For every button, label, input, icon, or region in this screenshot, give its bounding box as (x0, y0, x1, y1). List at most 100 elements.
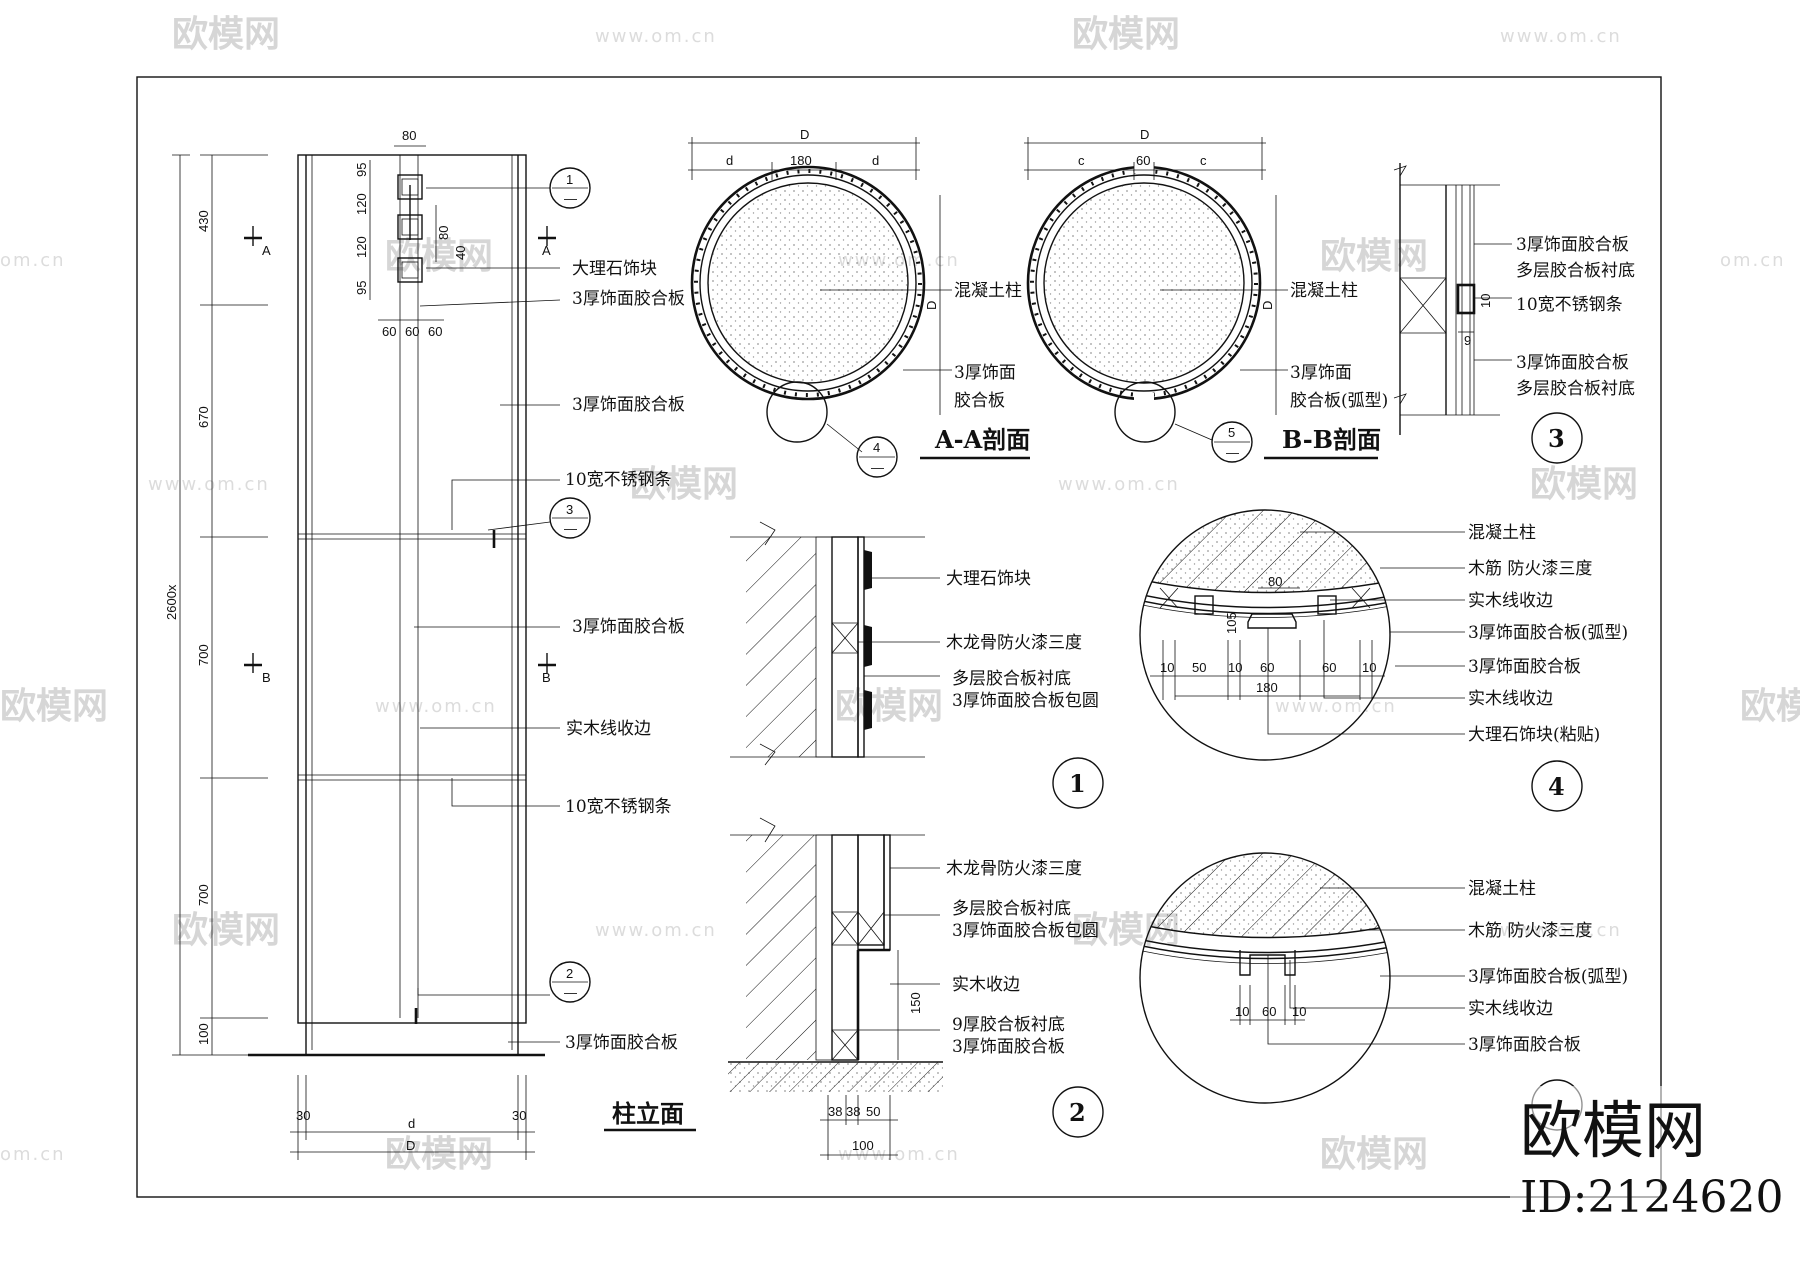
section-a-left: A (262, 243, 271, 258)
label-panel: 3厚饰面胶合板 (1468, 657, 1581, 677)
label-1b: 多层胶合板衬底 (1516, 261, 1635, 281)
dim-180: 180 (1256, 680, 1278, 695)
dim-side-D: D (924, 301, 939, 310)
dim-60: 60 (1322, 660, 1336, 675)
label-panel-l2: 胶合板(弧型) (1290, 391, 1388, 411)
label-2: 10宽不锈钢条 (1516, 295, 1623, 315)
watermark-brand: 欧模网 (1072, 14, 1180, 55)
dim-10: 10 (1235, 1004, 1249, 1019)
label-concrete: 混凝土柱 (1468, 523, 1536, 543)
label-4b: 3厚饰面胶合板 (952, 1037, 1065, 1057)
dim-105: 105 (1224, 612, 1239, 634)
callout-2[interactable]: 2 — (414, 961, 591, 1024)
label-concrete: 混凝土柱 (1468, 879, 1536, 899)
watermark-brand: 欧模网 (385, 1134, 493, 1175)
label-wood-strip: 木筋 防火漆三度 (1468, 921, 1592, 941)
section-b-right: B (542, 670, 551, 685)
section-aa-title: A-A剖面 (934, 425, 1030, 454)
callout-num: 4 (873, 440, 880, 455)
detail-4-number: 4 (1548, 772, 1565, 801)
callout-num: 1 (566, 172, 573, 187)
dim-670: 670 (196, 406, 211, 428)
dim-side-D: D (1260, 301, 1275, 310)
dim-60: 60 (382, 324, 396, 339)
label-panel-arc: 3厚饰面胶合板(弧型) (1468, 967, 1628, 987)
dim-50: 50 (866, 1104, 880, 1119)
callout-num: 2 (566, 966, 573, 981)
watermark-brand: 欧模网 (1320, 1134, 1428, 1175)
section-b-left: B (262, 670, 271, 685)
detail-1: 大理石饰块 木龙骨防火漆三度 多层胶合板衬底 3厚饰面胶合板包圆 1 (730, 521, 1104, 809)
dim-80: 80 (1268, 574, 1282, 589)
callout-sub: — (564, 521, 577, 536)
dim-10: 10 (1362, 660, 1376, 675)
dim-60: 60 (1136, 153, 1150, 168)
label-panel-1: 3厚饰面胶合板 (572, 289, 685, 309)
dim-10: 10 (1228, 660, 1242, 675)
detail-1-number: 1 (1069, 769, 1086, 798)
callout-3[interactable]: 3 — (487, 497, 591, 548)
label-marble-glued: 大理石饰块(粘贴) (1468, 725, 1600, 745)
dim-120: 120 (354, 193, 369, 215)
label-marble: 大理石饰块 (572, 259, 657, 279)
dim-bottom-D: D (406, 1138, 415, 1153)
watermark-brand: 欧模网 (172, 910, 280, 951)
dim-700: 700 (196, 884, 211, 906)
corner-brand: 欧模网 (1520, 1094, 1706, 1167)
watermark-url: www.om.cn (1058, 474, 1180, 495)
label-steel-2: 10宽不锈钢条 (565, 797, 672, 817)
watermark-brand: 欧模网 (1740, 686, 1800, 727)
label-wood-trim: 实木线收边 (1468, 591, 1553, 611)
dim-95: 95 (354, 163, 369, 177)
label-panel-arc: 3厚饰面胶合板(弧型) (1468, 623, 1628, 643)
label-panel-4: 3厚饰面胶合板 (565, 1033, 678, 1053)
detail-2: 150 木龙骨防火漆三度 多层胶合板衬底 3厚饰面胶合板包圆 实木收边 9厚胶合… (728, 817, 1104, 1160)
detail-3: 10 9 3厚饰面胶合板 多层胶合板衬底 10宽不锈钢条 3厚饰面胶合板 多层胶… (1393, 163, 1635, 464)
callout-sub: — (1226, 445, 1239, 460)
dim-c: c (1078, 153, 1085, 168)
dim-80: 80 (436, 226, 451, 240)
watermark-brand: 欧模网 (1320, 236, 1428, 277)
watermark-url: www.om.cn (1275, 696, 1397, 717)
corner-watermark: 欧模网 ID:2124620 (1510, 1086, 1800, 1272)
section-mark-b: B B (244, 653, 556, 685)
dim-60: 60 (428, 324, 442, 339)
label-panel-3: 3厚饰面胶合板 (572, 617, 685, 637)
dim-430: 430 (196, 210, 211, 232)
label-1a: 3厚饰面胶合板 (1516, 235, 1629, 255)
dim-10: 10 (1478, 294, 1493, 308)
label-3b: 多层胶合板衬底 (1516, 379, 1635, 399)
label-2b: 3厚饰面胶合板包圆 (952, 921, 1099, 941)
callout-num: 5 (1228, 425, 1235, 440)
dim-bottom-30: 30 (296, 1108, 310, 1123)
callout-5[interactable]: 5 — (1211, 421, 1253, 463)
watermark-url: www.om.cn (1500, 26, 1622, 47)
dim-100: 100 (852, 1138, 874, 1153)
watermark-layer: 欧模网 www.om.cn 欧模网 www.om.cn om.cn 欧模网 ww… (0, 14, 1800, 1175)
callout-sub: — (564, 985, 577, 1000)
dim-total: 2600x (164, 584, 179, 620)
section-a-right: A (542, 243, 551, 258)
dim-9: 9 (1464, 333, 1471, 348)
dim-40: 40 (453, 246, 468, 260)
watermark-url: www.om.cn (148, 474, 270, 495)
dim-700: 700 (196, 644, 211, 666)
detail-2-number: 2 (1069, 1098, 1086, 1127)
dim-100: 100 (196, 1023, 211, 1045)
label-panel-l1: 3厚饰面 (954, 363, 1016, 383)
label-panel-2: 3厚饰面胶合板 (572, 395, 685, 415)
callout-4[interactable]: 4 — (856, 436, 898, 478)
dim-D: D (800, 127, 809, 142)
section-aa: 4 — D d 180 d D 混凝土柱 3厚饰面 胶合板 A-A剖面 (688, 127, 1030, 478)
callout-1[interactable]: 1 — (426, 167, 591, 209)
dim-60: 60 (1260, 660, 1274, 675)
dim-top-80: 80 (402, 128, 416, 143)
drawing-border (136, 76, 1662, 1198)
dim-120: 120 (354, 236, 369, 258)
label-wood-trim: 实木线收边 (1468, 999, 1553, 1019)
label-2a: 多层胶合板衬底 (952, 899, 1071, 919)
watermark-url: om.cn (0, 250, 66, 271)
watermark-url: www.om.cn (375, 696, 497, 717)
dim-50: 50 (1192, 660, 1206, 675)
detail-3-number: 3 (1548, 424, 1565, 453)
